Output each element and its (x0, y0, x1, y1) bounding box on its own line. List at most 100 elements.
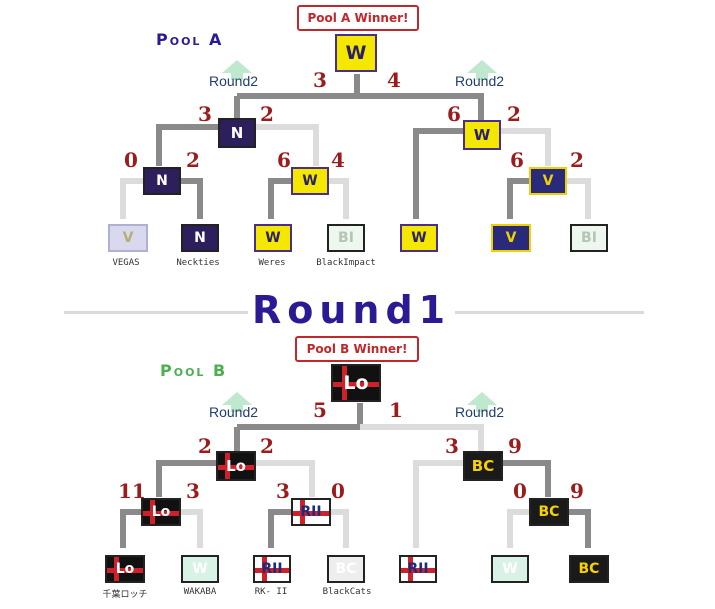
pool-b-team-lotte-badge-stripe-v (114, 557, 119, 581)
pool-b-team-rk2-badge-stripe (255, 568, 289, 573)
pool-a-round2-label-left: Round2 (209, 73, 259, 89)
pool-b-qf4-score-b: 9 (570, 479, 584, 503)
pool-a-round2-arrow-left-stem (231, 73, 243, 80)
pool-b-sf-right-score-b: 9 (508, 434, 522, 458)
pool-a-qf2-badge-text: W (302, 173, 318, 189)
pool-b-round2-arrow-left (222, 392, 252, 405)
pool-a-qf4-badge-text: V (542, 173, 554, 189)
pool-b-lines-line-2 (360, 424, 484, 458)
pool-b-round2-arrow-left-stem (231, 405, 243, 412)
pool-b-qf1-badge-text: Lo (151, 504, 171, 520)
pool-a-team-vegas-badge: V (108, 224, 148, 252)
pool-a-round2-arrow-left (222, 60, 252, 73)
pool-b-winner-badge-stripe (333, 382, 379, 387)
pool-a-qf4-badge: V (529, 167, 567, 195)
pool-a-lines-line-5 (413, 128, 481, 219)
pool-b-final-score-right: 1 (389, 398, 403, 422)
pool-b-qf1-badge: Lo (141, 498, 181, 526)
pool-a-team-neckties-badge: N (181, 224, 219, 252)
pool-a-qf1-badge-text: N (156, 173, 168, 189)
pool-b-sf-right-score-a: 3 (445, 434, 459, 458)
pool-b-team-lotte-badge-text: Lo (115, 561, 135, 577)
pool-b-team-rk2-badge-stripe-v (262, 557, 267, 581)
pool-a-sf-left-score-b: 2 (260, 102, 274, 126)
pool-b-team-rk2-2-badge-stripe-v (408, 557, 413, 581)
pool-a-qf1-badge: N (143, 167, 181, 195)
pool-a-team-blackimpact-badge-text: BI (338, 230, 354, 246)
pool-a-sf-left-score-a: 3 (198, 102, 212, 126)
pool-b-sf-left-badge-stripe-v (225, 453, 230, 479)
pool-a-team-vegas-2-badge: V (491, 224, 531, 252)
pool-a-team-label-3: Weres (258, 258, 286, 268)
pool-b-sf-left-badge: Lo (216, 451, 256, 481)
pool-b-team-lotte-badge: Lo (105, 555, 145, 583)
pool-a-title: Pool A (156, 30, 224, 49)
pool-a-team-label-1: VEGAS (112, 258, 140, 268)
pool-a-sf-left-badge: N (218, 118, 256, 148)
pool-a-sf-right-score-a: 6 (447, 102, 461, 126)
pool-a-qf2-badge: W (291, 167, 329, 195)
pool-b-team-label-2: WAKABA (183, 587, 217, 597)
pool-a-winner-badge: W (335, 34, 377, 72)
pool-b-team-wakaba-badge-text: W (192, 561, 208, 577)
pool-b-round2-arrow-right (467, 392, 497, 405)
pool-a-lines-line-2 (357, 93, 484, 127)
pool-b-qf2-badge: RII (291, 498, 331, 526)
pool-a-qf2-score-a: 6 (277, 148, 291, 172)
pool-a-lines-line-6 (481, 128, 551, 166)
pool-b-qf1-badge-stripe (143, 511, 179, 516)
pool-b-qf1-badge-stripe-v (150, 500, 155, 524)
pool-a-qf1-score-b: 2 (186, 148, 200, 172)
pool-a-winner-label: Pool A Winner! (297, 5, 419, 31)
pool-b-team-label-1: 千葉ロッチ (102, 590, 148, 600)
pool-a-round2-label-right: Round2 (455, 73, 505, 89)
pool-b-sf-right-badge: BC (463, 451, 503, 481)
pool-b-team-wakaba-2-badge-text: W (502, 561, 518, 577)
pool-b-qf2-badge-text: RII (300, 504, 322, 520)
pool-a-round2-arrow-right (467, 60, 497, 73)
pool-b-team-label-3: RK- II (254, 587, 288, 597)
pool-a-team-blackimpact-2-badge: BI (570, 224, 608, 252)
pool-a-qf4-score-b: 2 (570, 148, 584, 172)
pool-a-team-weres-2-badge: W (400, 224, 438, 252)
pool-b-team-wakaba-2-badge: W (491, 555, 529, 583)
round1-title: Round1 (248, 288, 456, 332)
pool-a-winner-badge-text: W (345, 42, 367, 64)
pool-b-final-score-left: 5 (313, 398, 327, 422)
pool-a-sf-left-badge-text: N (230, 124, 244, 142)
pool-b-qf4-score-a: 0 (513, 479, 527, 503)
pool-a-qf1-score-a: 0 (124, 148, 138, 172)
pool-a-qf4-score-a: 6 (510, 148, 524, 172)
pool-b-title: Pool B (160, 361, 228, 380)
pool-b-team-blackcats-2-badge: BC (569, 555, 609, 583)
pool-b-round2-label-right: Round2 (455, 404, 505, 420)
pool-b-qf1-score-b: 3 (186, 479, 200, 503)
pool-b-team-lotte-badge-stripe (107, 568, 143, 573)
pool-b-round2-arrow-right-stem (476, 405, 488, 412)
pool-a-sf-right-score-b: 2 (507, 102, 521, 126)
pool-b-sf-right-badge-text: BC (471, 457, 495, 475)
pool-b-team-wakaba-badge: W (181, 555, 219, 583)
pool-a-team-label-2: Neckties (176, 258, 220, 268)
pool-b-winner-badge: Lo (331, 364, 381, 402)
pool-b-winner-badge-text: Lo (343, 372, 369, 394)
pool-b-qf2-badge-stripe-v (300, 500, 305, 524)
pool-a-round2-arrow-right-stem (476, 73, 488, 80)
pool-b-sf-left-badge-text: Lo (226, 457, 246, 475)
pool-a-sf-right-badge-text: W (473, 126, 491, 144)
pool-b-lines-line-3 (156, 460, 237, 497)
pool-b-winner-badge-stripe-v (342, 366, 347, 400)
pool-a-team-neckties-badge-text: N (194, 230, 206, 246)
pool-b-team-rk2-2-badge: RII (399, 555, 437, 583)
pool-a-final-score-right: 4 (387, 68, 401, 92)
pool-a-team-weres-badge-text: W (265, 230, 281, 246)
pool-b-lines-line-6 (481, 460, 551, 497)
pool-b-round2-label-left: Round2 (209, 404, 259, 420)
pool-b-team-blackcats-badge-text: BC (335, 561, 357, 577)
pool-a-lines-line-4 (237, 124, 319, 166)
pool-a-team-blackimpact-2-badge-text: BI (581, 230, 597, 246)
pool-a-team-vegas-badge-text: V (122, 230, 134, 246)
pool-b-team-blackcats-2-badge-text: BC (578, 561, 600, 577)
pool-b-sf-left-badge-stripe (218, 465, 254, 470)
